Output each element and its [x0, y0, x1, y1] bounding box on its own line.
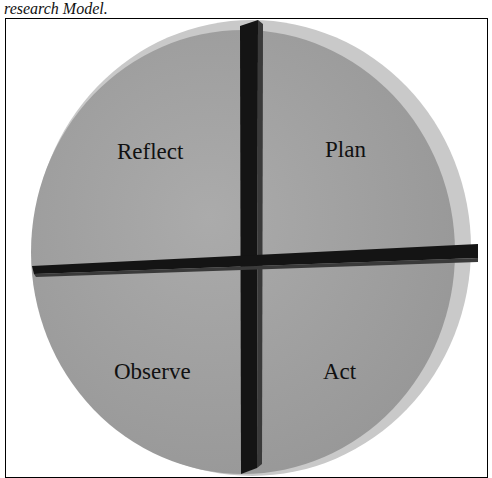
cross-bar-horizontal-side	[34, 258, 478, 277]
quadrant-label-box: Plan	[319, 133, 372, 167]
stage-label: Act	[323, 359, 356, 385]
quadrant-label-box: Observe	[108, 355, 197, 389]
figure-caption: research Model.	[4, 0, 108, 17]
quadrant-label-box: Reflect	[111, 135, 189, 169]
frame	[6, 19, 488, 478]
cross-bar-vertical	[240, 20, 258, 474]
stage-label: Plan	[325, 137, 366, 163]
stage-label: Observe	[114, 359, 191, 385]
quadrant-label-box: Act	[317, 355, 362, 389]
cross-bar-vertical-side	[257, 20, 263, 468]
stage-label: Reflect	[117, 139, 183, 165]
